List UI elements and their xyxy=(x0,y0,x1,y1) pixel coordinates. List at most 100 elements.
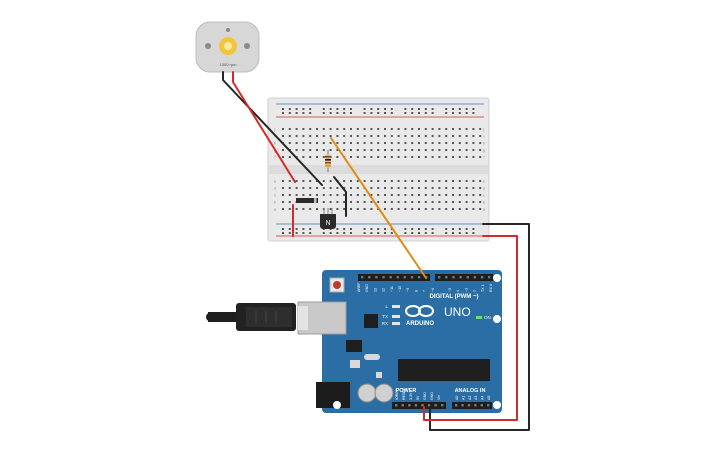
header-pin[interactable] xyxy=(410,276,414,279)
header-pin[interactable] xyxy=(473,276,477,279)
breadboard-hole xyxy=(411,149,414,151)
header-pin[interactable] xyxy=(375,276,378,279)
header-pin[interactable] xyxy=(467,404,471,407)
breadboard-hole xyxy=(350,228,352,230)
header-pin[interactable] xyxy=(361,276,364,279)
header-pin[interactable] xyxy=(414,404,418,407)
header-pin[interactable] xyxy=(408,404,411,407)
header-pin[interactable] xyxy=(382,276,385,279)
breadboard-hole xyxy=(418,232,420,234)
breadboard-hole xyxy=(336,228,339,230)
breadboard-hole xyxy=(390,108,393,110)
breadboard-hole xyxy=(384,208,386,210)
row-letter: e xyxy=(274,179,277,184)
breadboard-hole xyxy=(336,149,339,151)
breadboard-hole xyxy=(282,156,284,158)
breadboard-hole xyxy=(370,128,373,130)
header-pin[interactable] xyxy=(395,404,398,407)
breadboard-hole xyxy=(384,232,386,234)
header-pin[interactable] xyxy=(389,276,392,279)
breadboard-hole xyxy=(329,187,332,189)
led-on-label: ON xyxy=(484,315,491,320)
breadboard-hole xyxy=(356,142,359,144)
breadboard-hole xyxy=(424,149,427,151)
breadboard-hole xyxy=(363,108,366,110)
transistor[interactable]: N xyxy=(320,208,336,229)
breadboard-hole xyxy=(424,156,427,158)
header-pin[interactable] xyxy=(480,276,484,279)
led-tx-label: TX xyxy=(382,314,388,319)
breadboard-hole xyxy=(343,112,346,114)
breadboard-hole xyxy=(479,128,482,130)
header-pin[interactable] xyxy=(368,276,371,279)
breadboard-hole xyxy=(282,112,284,114)
dc-motor[interactable]: 1000 rpm xyxy=(195,21,260,73)
breadboard-hole xyxy=(431,149,434,151)
header-pin[interactable] xyxy=(474,404,477,407)
header-pin[interactable] xyxy=(441,404,444,407)
row-letter: c xyxy=(483,193,485,198)
breadboard-hole xyxy=(452,232,454,234)
header-pin[interactable] xyxy=(427,404,431,407)
header-pin[interactable] xyxy=(445,276,448,279)
header-pin[interactable] xyxy=(434,404,437,407)
breadboard-hole xyxy=(329,194,332,196)
breadboard-hole xyxy=(431,201,434,203)
breadboard-hole xyxy=(431,112,434,114)
breadboard-hole xyxy=(322,156,325,158)
pin-label: 13 xyxy=(373,288,377,292)
arduino-brand: ARDUINO xyxy=(406,321,434,327)
arduino-model: UNO xyxy=(444,305,471,319)
breadboard-hole xyxy=(452,112,454,114)
header-pin[interactable] xyxy=(452,276,455,279)
wires xyxy=(222,71,530,431)
header-pin[interactable] xyxy=(403,276,407,279)
breadboard-hole xyxy=(424,108,427,110)
breadboard-hole xyxy=(452,228,454,230)
breadboard-hole xyxy=(458,201,461,203)
header-pin[interactable] xyxy=(455,404,458,407)
header-pin[interactable] xyxy=(459,276,462,279)
breadboard-hole xyxy=(329,142,332,144)
breadboard-hole xyxy=(282,201,284,203)
breadboard-hole xyxy=(295,180,298,182)
breadboard-hole xyxy=(282,135,284,137)
breadboard-hole xyxy=(452,201,454,203)
pin-label: ~9 xyxy=(406,288,410,292)
diode[interactable] xyxy=(296,198,318,203)
breadboard-hole xyxy=(356,135,359,137)
breadboard-hole xyxy=(302,232,305,234)
pin-label: RESET xyxy=(402,387,406,400)
header-pin[interactable] xyxy=(417,276,421,279)
header-pin[interactable] xyxy=(480,404,483,407)
breadboard-hole xyxy=(336,208,339,210)
breadboard-hole xyxy=(295,228,298,230)
header-pin[interactable] xyxy=(461,404,464,407)
breadboard-hole xyxy=(411,108,414,110)
breadboard-hole xyxy=(438,135,441,137)
header-pin[interactable] xyxy=(396,276,399,279)
header-pin[interactable] xyxy=(401,404,404,407)
breadboard-hole xyxy=(370,228,373,230)
header-pin[interactable] xyxy=(487,404,490,407)
header-pin[interactable] xyxy=(466,276,469,279)
pin-label: AREF xyxy=(357,282,361,292)
breadboard-hole xyxy=(316,156,318,158)
breadboard-hole xyxy=(356,180,359,182)
breadboard-hole xyxy=(465,156,468,158)
breadboard-hole xyxy=(418,156,420,158)
row-letter: b xyxy=(483,200,486,205)
header-pin[interactable] xyxy=(421,404,424,407)
breadboard-hole xyxy=(322,108,325,110)
header-pin[interactable] xyxy=(438,276,441,279)
breadboard-hole xyxy=(458,108,461,110)
breadboard-hole xyxy=(465,112,468,114)
breadboard-hole xyxy=(465,128,468,130)
breadboard-hole xyxy=(343,128,346,130)
breadboard-hole xyxy=(431,208,434,210)
header-pin[interactable] xyxy=(488,276,491,279)
resistor[interactable] xyxy=(325,150,331,172)
